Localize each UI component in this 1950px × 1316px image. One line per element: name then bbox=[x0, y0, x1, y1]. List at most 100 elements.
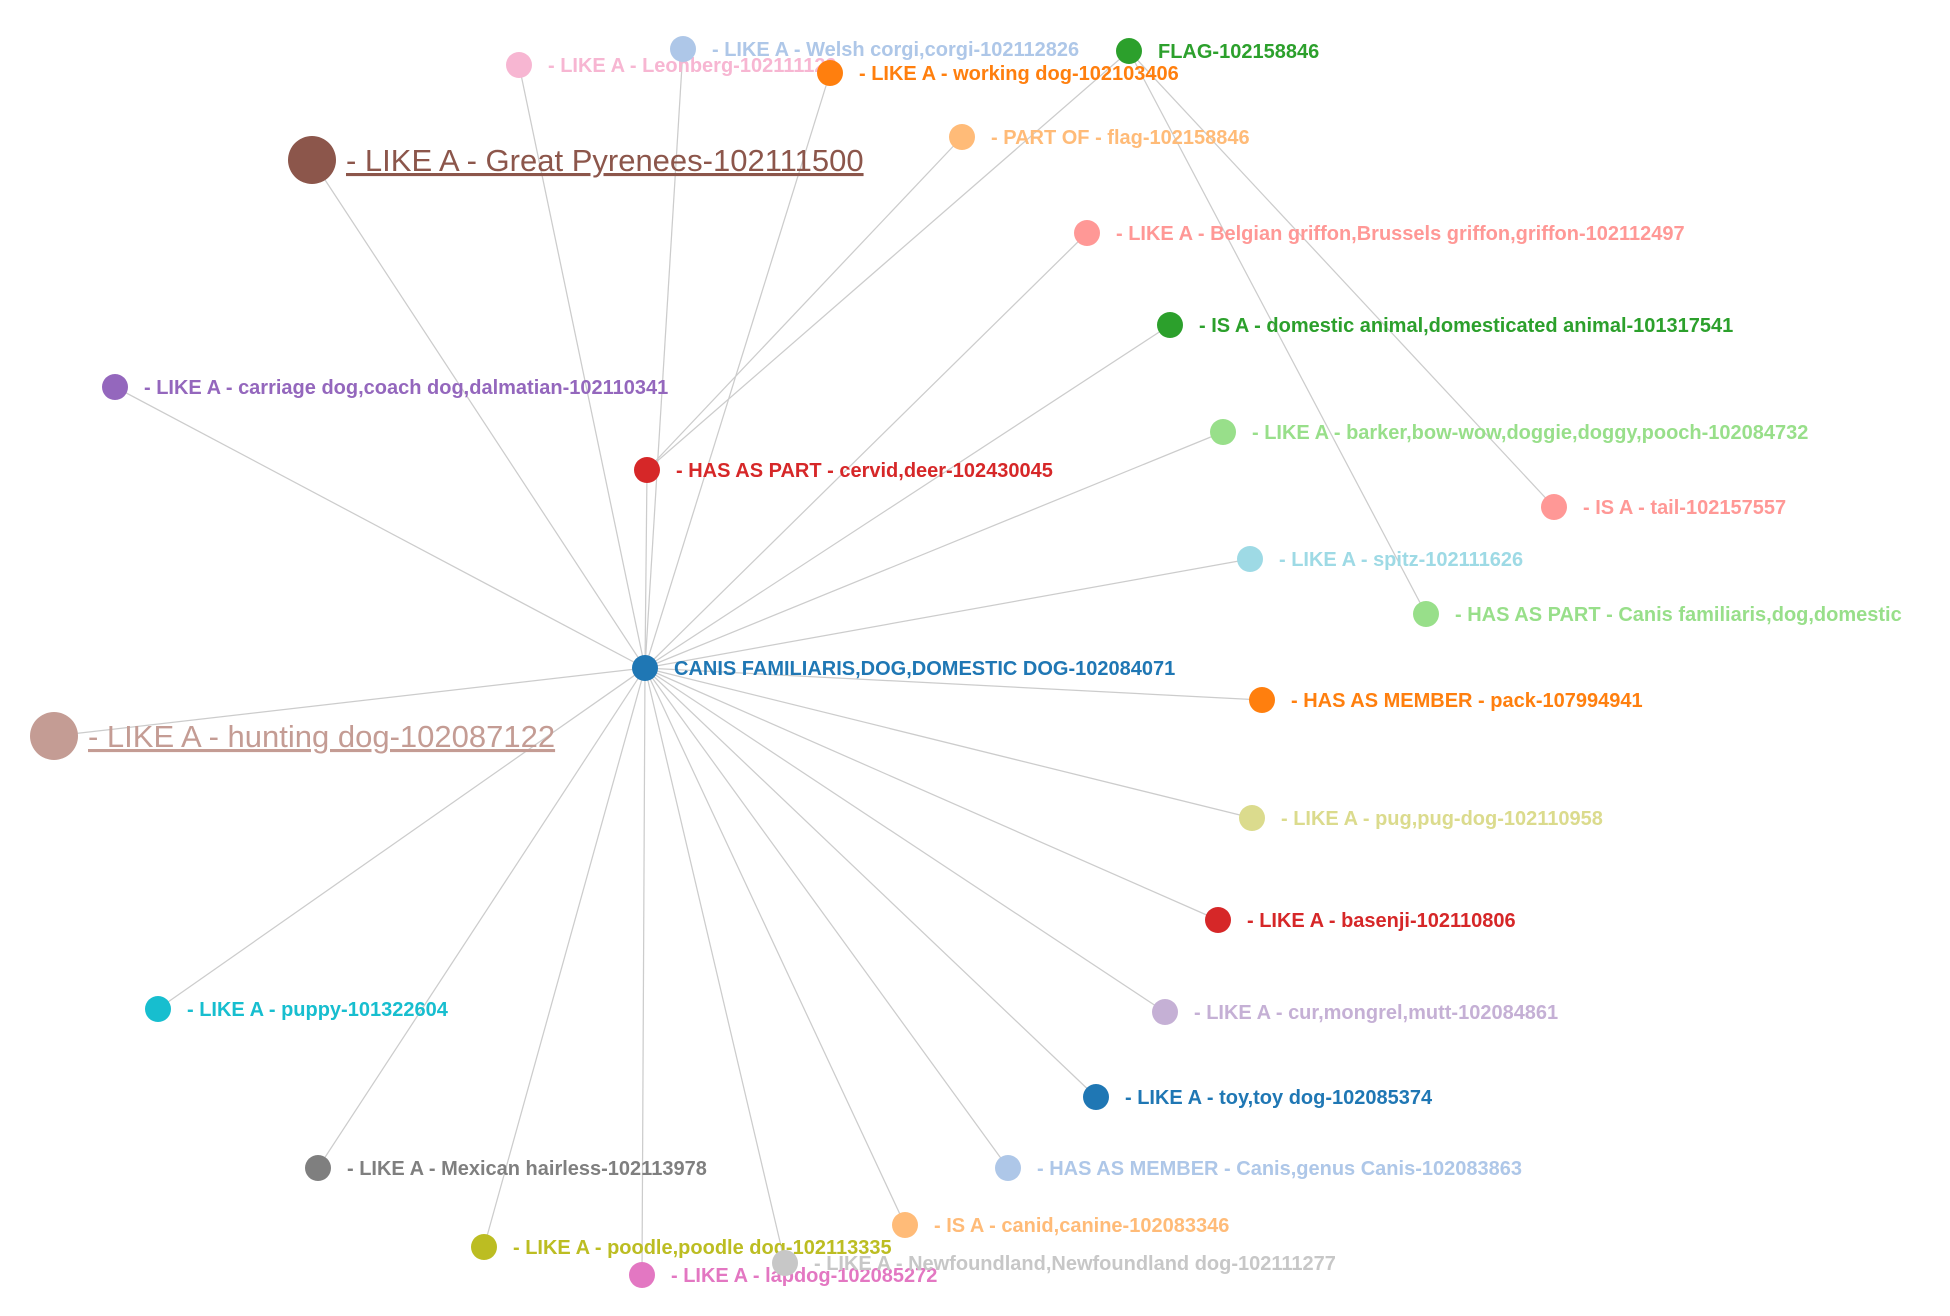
graph-node-like-a-barker-bow-wow-doggie-doggy-pooch-1020847[interactable]: - LIKE A - barker,bow-wow,doggie,doggy,p… bbox=[1210, 419, 1808, 445]
node-dot[interactable] bbox=[632, 655, 658, 681]
node-label[interactable]: - LIKE A - Welsh corgi,corgi-102112826 bbox=[712, 39, 1079, 61]
node-label[interactable]: - IS A - domestic animal,domesticated an… bbox=[1199, 315, 1733, 337]
graph-link-n6-n13 bbox=[1128, 50, 1555, 508]
graph-node-like-a-belgian-griffon-brussels-griffon-griffon-[interactable]: - LIKE A - Belgian griffon,Brussels grif… bbox=[1074, 220, 1685, 246]
graph-node-has-as-part-canis-familiaris-dog-domestic[interactable]: - HAS AS PART - Canis familiaris,dog,dom… bbox=[1413, 601, 1902, 627]
node-label[interactable]: - LIKE A - cur,mongrel,mutt-102084861 bbox=[1194, 1002, 1558, 1024]
node-dot[interactable] bbox=[506, 52, 532, 78]
graph-link-n0-n24 bbox=[644, 667, 906, 1226]
node-dot[interactable] bbox=[634, 457, 660, 483]
graph-link-n0-n25 bbox=[483, 667, 646, 1248]
node-label[interactable]: - LIKE A - Leonberg-102111129 bbox=[548, 55, 837, 77]
node-dot[interactable] bbox=[892, 1212, 918, 1238]
graph-link-n0-n18 bbox=[644, 667, 1219, 921]
node-dot[interactable] bbox=[30, 712, 78, 760]
node-label[interactable]: - HAS AS PART - cervid,deer-102430045 bbox=[676, 460, 1053, 482]
graph-node-like-a-basenji-102110806[interactable]: - LIKE A - basenji-102110806 bbox=[1205, 907, 1516, 933]
node-dot[interactable] bbox=[1157, 312, 1183, 338]
node-dot[interactable] bbox=[102, 374, 128, 400]
node-label[interactable]: - LIKE A - working dog-102103406 bbox=[859, 63, 1179, 85]
node-dot[interactable] bbox=[1413, 601, 1439, 627]
node-dot[interactable] bbox=[145, 996, 171, 1022]
graph-link-n0-n20 bbox=[644, 667, 1166, 1013]
graph-node-like-a-spitz-102111626[interactable]: - LIKE A - spitz-102111626 bbox=[1237, 546, 1523, 572]
graph-node-has-as-member-canis-genus-canis-102083863[interactable]: - HAS AS MEMBER - Canis,genus Canis-1020… bbox=[995, 1155, 1522, 1181]
node-label[interactable]: - LIKE A - puppy-101322604 bbox=[187, 999, 449, 1021]
node-label[interactable]: - LIKE A - Mexican hairless-102113978 bbox=[347, 1158, 707, 1180]
node-label[interactable]: - LIKE A - Belgian griffon,Brussels grif… bbox=[1116, 223, 1685, 245]
node-label[interactable]: - LIKE A - Newfoundland,Newfoundland dog… bbox=[814, 1253, 1336, 1275]
node-label[interactable]: - HAS AS MEMBER - pack-107994941 bbox=[1291, 690, 1643, 712]
node-label[interactable]: - LIKE A - toy,toy dog-102085374 bbox=[1125, 1087, 1433, 1109]
node-label[interactable]: - LIKE A - pug,pug-dog-102110958 bbox=[1281, 808, 1603, 830]
graph-link-n0-n4 bbox=[644, 48, 684, 669]
node-dot[interactable] bbox=[949, 124, 975, 150]
node-dot[interactable] bbox=[471, 1234, 497, 1260]
node-label[interactable]: - PART OF - flag-102158846 bbox=[991, 127, 1250, 149]
graph-link-n0-n10 bbox=[114, 386, 646, 669]
node-dot[interactable] bbox=[1237, 546, 1263, 572]
graph-node-like-a-leonberg-102111129[interactable]: - LIKE A - Leonberg-102111129 bbox=[506, 52, 837, 78]
node-label[interactable]: - IS A - tail-102157557 bbox=[1583, 497, 1786, 519]
node-dot[interactable] bbox=[1074, 220, 1100, 246]
graph-node-is-a-canid-canine-102083346[interactable]: - IS A - canid,canine-102083346 bbox=[892, 1212, 1229, 1238]
graph-link-n0-n9 bbox=[644, 324, 1171, 669]
node-label[interactable]: FLAG-102158846 bbox=[1158, 41, 1319, 63]
graph-link-n0-n21 bbox=[644, 667, 1097, 1098]
graph-node-flag-102158846[interactable]: FLAG-102158846 bbox=[1116, 38, 1319, 64]
node-dot[interactable] bbox=[629, 1262, 655, 1288]
graph-node-like-a-working-dog-102103406[interactable]: - LIKE A - working dog-102103406 bbox=[817, 60, 1179, 86]
graph-node-like-a-great-pyrenees-102111500[interactable]: - LIKE A - Great Pyrenees-102111500 bbox=[288, 136, 864, 184]
graph-node-is-a-tail-102157557[interactable]: - IS A - tail-102157557 bbox=[1541, 494, 1786, 520]
node-label[interactable]: - LIKE A - barker,bow-wow,doggie,doggy,p… bbox=[1252, 422, 1808, 444]
node-dot[interactable] bbox=[1205, 907, 1231, 933]
graph-node-part-of-flag-102158846[interactable]: - PART OF - flag-102158846 bbox=[949, 124, 1250, 150]
node-label[interactable]: - LIKE A - basenji-102110806 bbox=[1247, 910, 1516, 932]
graph-link-n0-n17 bbox=[644, 667, 1253, 819]
node-dot[interactable] bbox=[1116, 38, 1142, 64]
graph-node-like-a-lapdog-102085272[interactable]: - LIKE A - lapdog-102085272 bbox=[629, 1262, 937, 1288]
node-label[interactable]: - LIKE A - carriage dog,coach dog,dalmat… bbox=[144, 377, 668, 399]
node-dot[interactable] bbox=[1210, 419, 1236, 445]
node-dot[interactable] bbox=[670, 36, 696, 62]
graph-node-like-a-pug-pug-dog-102110958[interactable]: - LIKE A - pug,pug-dog-102110958 bbox=[1239, 805, 1603, 831]
graph-node-like-a-poodle-poodle-dog-102113335[interactable]: - LIKE A - poodle,poodle dog-102113335 bbox=[471, 1234, 892, 1260]
graph-node-like-a-cur-mongrel-mutt-102084861[interactable]: - LIKE A - cur,mongrel,mutt-102084861 bbox=[1152, 999, 1558, 1025]
graph-node-like-a-puppy-101322604[interactable]: - LIKE A - puppy-101322604 bbox=[145, 996, 449, 1022]
node-label[interactable]: - LIKE A - lapdog-102085272 bbox=[671, 1265, 937, 1287]
node-label[interactable]: - LIKE A - spitz-102111626 bbox=[1279, 549, 1523, 571]
graph-node-like-a-mexican-hairless-102113978[interactable]: - LIKE A - Mexican hairless-102113978 bbox=[305, 1155, 707, 1181]
node-dot[interactable] bbox=[817, 60, 843, 86]
node-label[interactable]: - LIKE A - poodle,poodle dog-102113335 bbox=[513, 1237, 892, 1259]
graph-node-like-a-toy-toy-dog-102085374[interactable]: - LIKE A - toy,toy dog-102085374 bbox=[1083, 1084, 1433, 1110]
node-label[interactable]: - LIKE A - hunting dog-102087122 bbox=[88, 719, 555, 754]
graph-node-like-a-hunting-dog-102087122[interactable]: - LIKE A - hunting dog-102087122 bbox=[30, 712, 555, 760]
node-label[interactable]: - HAS AS PART - Canis familiaris,dog,dom… bbox=[1455, 604, 1902, 626]
graph-link-n0-n22 bbox=[317, 667, 646, 1169]
node-label[interactable]: - IS A - canid,canine-102083346 bbox=[934, 1215, 1229, 1237]
graph-node-is-a-domestic-animal-domesticated-animal-1013175[interactable]: - IS A - domestic animal,domesticated an… bbox=[1157, 312, 1733, 338]
graph-link-n0-n1 bbox=[311, 159, 646, 669]
node-dot[interactable] bbox=[1239, 805, 1265, 831]
graph-node-has-as-part-cervid-deer-102430045[interactable]: - HAS AS PART - cervid,deer-102430045 bbox=[634, 457, 1053, 483]
graph-node-canis-familiaris-dog-domestic-dog-102084071[interactable]: CANIS FAMILIARIS,DOG,DOMESTIC DOG-102084… bbox=[632, 655, 1175, 681]
node-dot[interactable] bbox=[995, 1155, 1021, 1181]
node-dot[interactable] bbox=[1249, 687, 1275, 713]
node-dot[interactable] bbox=[305, 1155, 331, 1181]
graph-link-n0-n11 bbox=[644, 469, 648, 669]
node-label[interactable]: - LIKE A - Great Pyrenees-102111500 bbox=[346, 143, 864, 178]
graph-node-like-a-carriage-dog-coach-dog-dalmatian-10211034[interactable]: - LIKE A - carriage dog,coach dog,dalmat… bbox=[102, 374, 668, 400]
node-dot[interactable] bbox=[1083, 1084, 1109, 1110]
node-dot[interactable] bbox=[1541, 494, 1567, 520]
node-label[interactable]: CANIS FAMILIARIS,DOG,DOMESTIC DOG-102084… bbox=[674, 658, 1175, 680]
graph-link-n0-n2 bbox=[53, 667, 646, 737]
graph-node-like-a-welsh-corgi-corgi-102112826[interactable]: - LIKE A - Welsh corgi,corgi-102112826 bbox=[670, 36, 1079, 62]
graph-node-has-as-member-pack-107994941[interactable]: - HAS AS MEMBER - pack-107994941 bbox=[1249, 687, 1643, 713]
graph-link-n0-n27 bbox=[644, 667, 786, 1264]
node-dot[interactable] bbox=[1152, 999, 1178, 1025]
graph-node-like-a-newfoundland-newfoundland-dog-102111277[interactable]: - LIKE A - Newfoundland,Newfoundland dog… bbox=[772, 1250, 1336, 1276]
node-dot[interactable] bbox=[288, 136, 336, 184]
graph-links bbox=[53, 48, 1555, 1276]
node-label[interactable]: - HAS AS MEMBER - Canis,genus Canis-1020… bbox=[1037, 1158, 1522, 1180]
node-dot[interactable] bbox=[772, 1250, 798, 1276]
